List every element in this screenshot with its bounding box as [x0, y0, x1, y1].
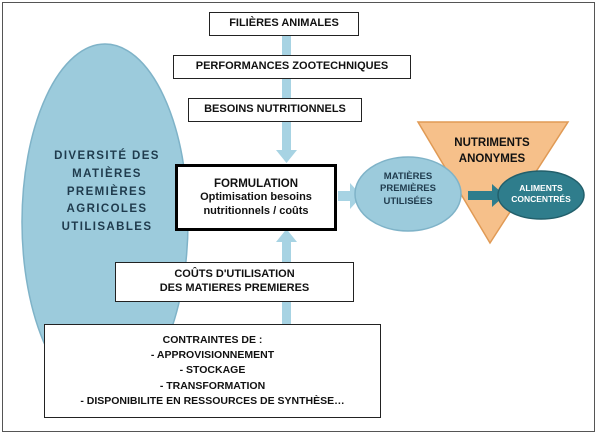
filieres-animales-box: FILIÈRES ANIMALES	[209, 12, 359, 36]
contraintes-title: CONTRAINTES DE :	[162, 333, 263, 346]
matieres-utilisees-ellipse	[354, 156, 462, 232]
couts-line2: DES MATIERES PREMIERES	[159, 282, 310, 294]
arrow-top-to-formulation	[276, 35, 297, 163]
matieres-line: PREMIÈRES	[380, 183, 436, 195]
aliments-concentres-label: ALIMENTS CONCENTRÉS	[500, 183, 582, 206]
besoins-nutritionnels-box: BESOINS NUTRITIONNELS	[188, 98, 362, 122]
matieres-line: MATIÈRES	[383, 171, 433, 182]
formulation-title: FORMULATION	[213, 177, 299, 190]
performances-zootechniques-box: PERFORMANCES ZOOTECHNIQUES	[173, 55, 411, 79]
diversity-label: DIVERSITÉ DES MATIÈRES PREMIÈRES AGRICOL…	[40, 148, 174, 237]
couts-utilisation-box: COÛTS D'UTILISATION DES MATIERES PREMIER…	[115, 262, 354, 302]
diversity-line: PREMIÈRES	[66, 185, 148, 198]
aliments-line1: ALIMENTS	[519, 183, 563, 193]
formulation-subtitle-line1: Optimisation besoins	[200, 190, 312, 203]
besoins-nutritionnels-label: BESOINS NUTRITIONNELS	[204, 103, 346, 116]
contraintes-item: - STOCKAGE	[179, 364, 246, 377]
contraintes-box: CONTRAINTES DE : - APPROVISIONNEMENT - S…	[44, 324, 381, 418]
filieres-animales-label: FILIÈRES ANIMALES	[229, 17, 339, 30]
couts-line1: COÛTS D'UTILISATION	[174, 268, 295, 281]
performances-zootechniques-label: PERFORMANCES ZOOTECHNIQUES	[195, 60, 389, 73]
nutriments-anonymes-label: NUTRIMENTS ANONYMES	[428, 136, 556, 167]
aliments-line2: CONCENTRÉS	[511, 194, 571, 205]
nutriments-line1: NUTRIMENTS	[454, 137, 530, 149]
nutriments-line2: ANONYMES	[458, 152, 526, 165]
formulation-subtitle-line2: nutritionnels / coûts	[203, 204, 309, 217]
diversity-line: UTILISABLES	[61, 221, 153, 234]
matieres-utilisees-label: MATIÈRES PREMIÈRES UTILISÉES	[362, 171, 454, 208]
diversity-line: MATIÈRES	[72, 167, 142, 180]
contraintes-item: - DISPONIBILITE EN RESSOURCES DE SYNTHÈS…	[80, 394, 345, 407]
contraintes-item: - TRANSFORMATION	[159, 379, 266, 392]
contraintes-item: - APPROVISIONNEMENT	[150, 349, 275, 362]
diversity-line: DIVERSITÉ DES	[54, 150, 160, 162]
diversity-line: AGRICOLES	[66, 203, 148, 216]
matieres-line: UTILISÉES	[383, 195, 433, 207]
formulation-box: FORMULATION Optimisation besoins nutriti…	[175, 164, 337, 231]
aliments-concentres-ellipse	[497, 170, 585, 220]
